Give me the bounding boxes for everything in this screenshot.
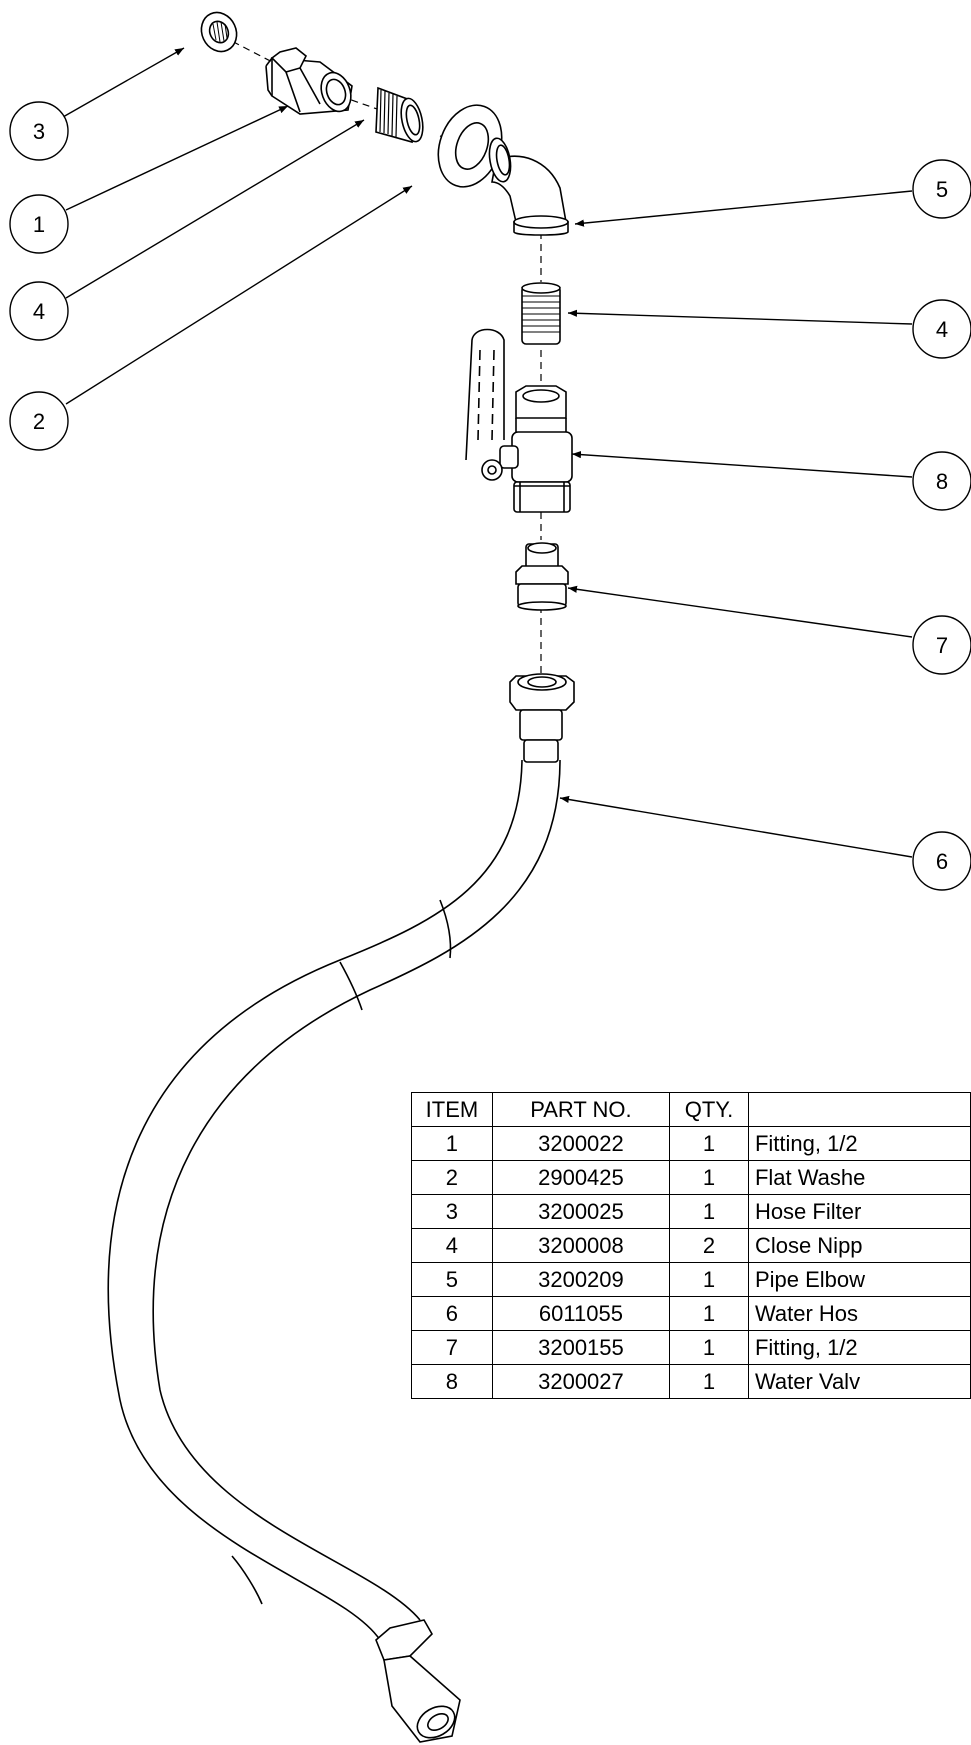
balloon-6-right: 6 [912, 831, 971, 891]
balloon-5-right: 5 [912, 159, 971, 219]
bom-qty-cell: 2 [669, 1228, 749, 1263]
bom-description-cell: Hose Filter [747, 1194, 971, 1229]
bom-qty-cell: 1 [669, 1330, 749, 1365]
bom-item-cell: 2 [411, 1160, 493, 1195]
bill-of-materials-table: ITEM PART NO. QTY. 1 3200022 1 Fitting, … [411, 1092, 971, 1399]
svg-text:1: 1 [33, 212, 45, 237]
balloon-8-right: 8 [912, 451, 971, 511]
fitting-part-1 [265, 47, 353, 115]
bom-part-no-cell: 6011055 [491, 1296, 671, 1331]
bom-description-cell: Fitting, 1/2 [747, 1126, 971, 1161]
bom-part-no-cell: 3200027 [491, 1364, 671, 1399]
bom-part-no-cell: 3200008 [491, 1228, 671, 1263]
svg-text:7: 7 [936, 633, 948, 658]
svg-text:3: 3 [33, 119, 45, 144]
bom-qty-cell: 1 [669, 1296, 749, 1331]
bom-item-cell: 8 [411, 1364, 493, 1399]
bom-row: 5 3200209 1 Pipe Elbow [411, 1262, 971, 1297]
bom-row: 3 3200025 1 Hose Filter [411, 1194, 971, 1229]
pipe-elbow-part [488, 137, 569, 236]
bom-part-no-cell: 3200025 [491, 1194, 671, 1229]
bom-row: 1 3200022 1 Fitting, 1/2 [411, 1126, 971, 1161]
svg-text:5: 5 [936, 177, 948, 202]
bom-header-item: ITEM [411, 1092, 493, 1127]
balloon-3-left: 3 [9, 101, 69, 161]
bom-row: 6 6011055 1 Water Hos [411, 1296, 971, 1331]
bom-item-cell: 4 [411, 1228, 493, 1263]
svg-text:4: 4 [33, 299, 45, 324]
bom-part-no-cell: 3200209 [491, 1262, 671, 1297]
bom-header-row: ITEM PART NO. QTY. [411, 1092, 971, 1127]
bom-description-cell: Water Hos [747, 1296, 971, 1331]
close-nipple-part-upper [375, 86, 424, 144]
svg-text:2: 2 [33, 409, 45, 434]
bom-qty-cell: 1 [669, 1126, 749, 1161]
svg-text:4: 4 [936, 317, 948, 342]
bom-qty-cell: 1 [669, 1160, 749, 1195]
bom-part-no-cell: 3200155 [491, 1330, 671, 1365]
bom-header-part-no: PART NO. [491, 1092, 671, 1127]
flat-washer-part [437, 104, 503, 188]
bom-item-cell: 3 [411, 1194, 493, 1229]
water-hose-part [107, 673, 575, 1743]
bom-qty-cell: 1 [669, 1262, 749, 1297]
bom-qty-cell: 1 [669, 1364, 749, 1399]
bom-row: 7 3200155 1 Fitting, 1/2 [411, 1330, 971, 1365]
bom-description-cell: Water Valv [747, 1364, 971, 1399]
bom-header-qty: QTY. [669, 1092, 749, 1127]
bom-description-cell: Fitting, 1/2 [747, 1330, 971, 1365]
bom-item-cell: 7 [411, 1330, 493, 1365]
bom-part-no-cell: 2900425 [491, 1160, 671, 1195]
bom-description-cell: Flat Washe [747, 1160, 971, 1195]
bom-row: 8 3200027 1 Water Valv [411, 1364, 971, 1399]
balloon-1-left: 1 [9, 194, 69, 254]
leader-lines [62, 47, 913, 858]
bom-part-no-cell: 3200022 [491, 1126, 671, 1161]
bom-item-cell: 1 [411, 1126, 493, 1161]
bom-description-cell: Close Nipp [747, 1228, 971, 1263]
bom-item-cell: 5 [411, 1262, 493, 1297]
balloon-7-right: 7 [912, 615, 971, 675]
bom-row: 2 2900425 1 Flat Washe [411, 1160, 971, 1195]
svg-text:6: 6 [936, 849, 948, 874]
water-valve-part [465, 328, 573, 513]
bom-qty-cell: 1 [669, 1194, 749, 1229]
balloon-4-right: 4 [912, 299, 971, 359]
balloon-2-left: 2 [9, 391, 69, 451]
bom-header-description [747, 1092, 971, 1127]
svg-text:8: 8 [936, 469, 948, 494]
bom-row: 4 3200008 2 Close Nipp [411, 1228, 971, 1263]
bom-description-cell: Pipe Elbow [747, 1262, 971, 1297]
hose-filter-part [200, 11, 238, 53]
bom-item-cell: 6 [411, 1296, 493, 1331]
fitting-part-7 [515, 542, 569, 611]
close-nipple-part-vertical [521, 282, 561, 345]
balloon-4-left: 4 [9, 281, 69, 341]
